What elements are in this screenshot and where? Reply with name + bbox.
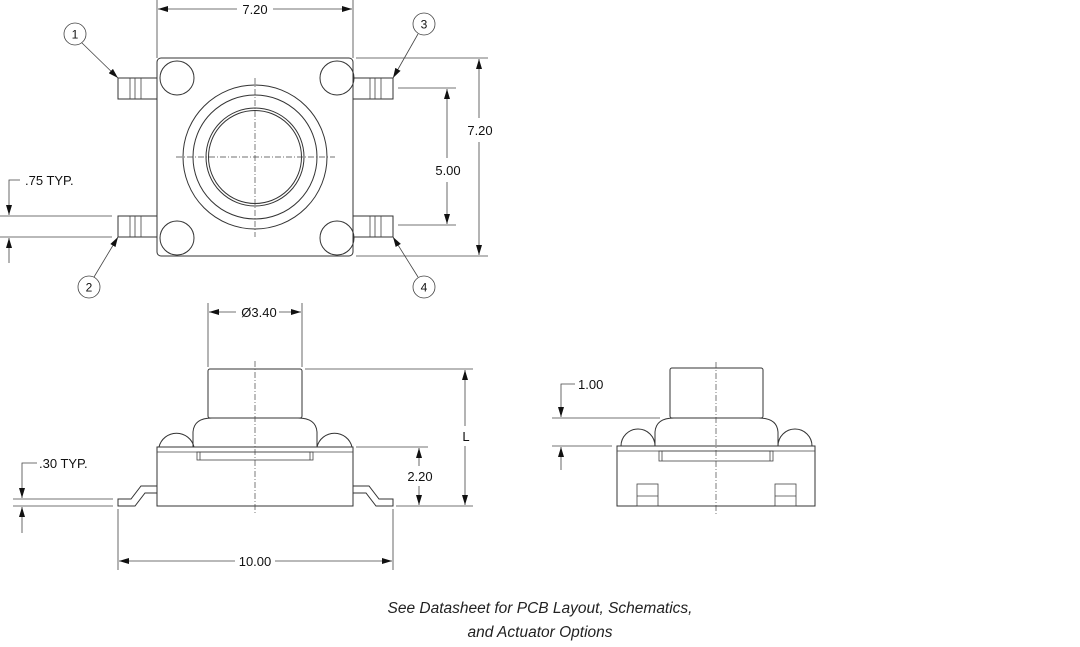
corner-post [319, 220, 355, 256]
pin-2-lead [117, 215, 158, 238]
top-view: 1 2 3 4 7.20 [0, 0, 493, 299]
pin-3-callout: 3 [392, 12, 436, 79]
corner-post [159, 220, 195, 256]
overall-height-dimension: L [305, 368, 473, 507]
actuator-step-dimension: 1.00 [552, 377, 660, 470]
actuator-diameter-dimension: Ø3.40 [207, 303, 303, 367]
pin-1-callout: 1 [63, 22, 119, 79]
pin-1-lead [117, 77, 158, 100]
caption-line-2: and Actuator Options [467, 624, 613, 641]
side-bump-right [316, 432, 353, 448]
side-view: Ø3.40 L 2.20 10.00 .30 TYP. [13, 303, 473, 570]
end-bump-right [777, 428, 813, 447]
body-height-dimension: 2.20 [356, 446, 433, 505]
pin-2-callout: 2 [77, 236, 119, 299]
end-actuator [669, 367, 764, 419]
height-dim-label: 7.20 [467, 123, 492, 138]
end-pad-left [636, 483, 659, 507]
pin-3-lead [352, 77, 394, 100]
side-bump-left [158, 432, 195, 448]
body-height-label: 2.20 [407, 469, 432, 484]
overall-length-label: 10.00 [239, 554, 272, 569]
caption-line-1: See Datasheet for PCB Layout, Schematics… [387, 600, 693, 617]
pin-2-label: 2 [86, 281, 93, 295]
pin-4-callout: 4 [392, 236, 436, 299]
pin-4-lead [352, 215, 394, 238]
pin-pitch-dimension: 5.00 [398, 87, 461, 226]
end-pad-right [774, 483, 797, 507]
pin-1-label: 1 [72, 28, 79, 42]
pin-4-label: 4 [421, 281, 428, 295]
height-dimension: 7.20 [356, 57, 493, 257]
actuator-diameter-label: Ø3.40 [241, 305, 276, 320]
pin-width-dimension: .75 TYP. [0, 173, 112, 263]
overall-height-label: L [462, 429, 469, 444]
lead-thickness-dimension: .30 TYP. [13, 456, 113, 533]
end-dome [654, 417, 779, 446]
gull-wing-lead-left [117, 485, 157, 507]
corner-post [319, 60, 355, 96]
overall-length-dimension: 10.00 [117, 509, 394, 570]
pin-width-label: .75 TYP. [25, 173, 74, 188]
switch-body-outline [156, 57, 354, 257]
actuator-step-label: 1.00 [578, 377, 603, 392]
end-view: 1.00 [552, 362, 816, 515]
gull-wing-lead-right [353, 485, 394, 507]
end-bump-left [620, 428, 656, 447]
width-dimension: 7.20 [156, 0, 354, 58]
pin-pitch-label: 5.00 [435, 163, 460, 178]
pin-3-label: 3 [421, 18, 428, 32]
lead-thickness-label: .30 TYP. [39, 456, 88, 471]
width-dim-label: 7.20 [242, 2, 267, 17]
corner-post [159, 60, 195, 96]
